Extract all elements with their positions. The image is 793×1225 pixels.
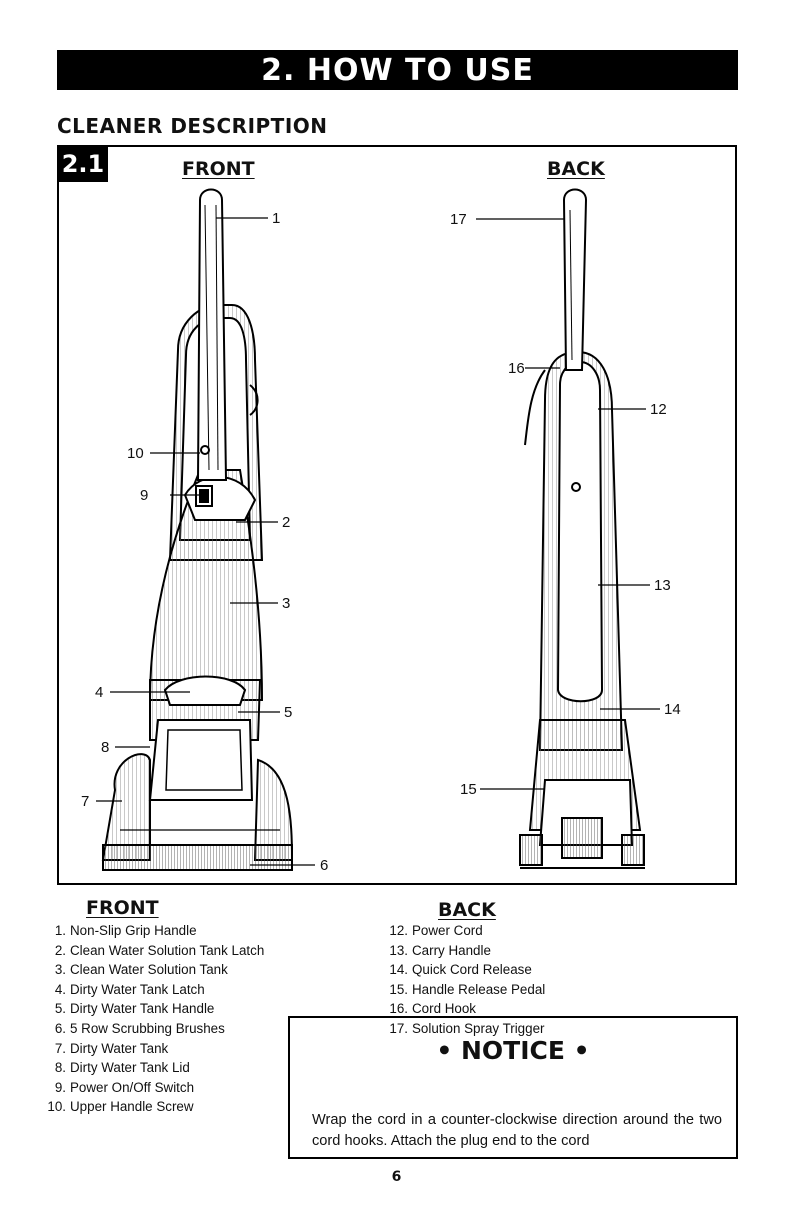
callout-2: 2 (282, 514, 290, 531)
page-number: 6 (391, 1169, 402, 1185)
section-banner: 2. HOW TO USE (57, 50, 738, 90)
front-parts-list: 1.Non-Slip Grip Handle 2.Clean Water Sol… (44, 921, 264, 1117)
front-cleaner-drawing (101, 188, 294, 871)
list-item: 7.Dirty Water Tank (54, 1040, 169, 1056)
notice-text: Wrap the cord in a counter-clockwise dir… (312, 1112, 722, 1149)
list-item: 6.5 Row Scrubbing Brushes (54, 1020, 225, 1036)
callout-1: 1 (272, 210, 280, 227)
banner-title: 2. HOW TO USE (261, 52, 534, 88)
callout-6: 6 (320, 857, 328, 874)
callout-13: 13 (654, 577, 671, 594)
list-item: 9.Power On/Off Switch (54, 1079, 195, 1095)
list-item: 16.Cord Hook (389, 1001, 477, 1017)
notice-box: • NOTICE • Wrap the cord in a counter-cl… (288, 1016, 738, 1159)
callout-16: 16 (508, 360, 525, 377)
callout-7: 7 (81, 793, 89, 810)
list-item: 5.Dirty Water Tank Handle (54, 1001, 215, 1017)
callout-10: 10 (127, 445, 144, 462)
list-item: 2.Clean Water Solution Tank Latch (54, 942, 265, 958)
list-item: 4.Dirty Water Tank Latch (54, 981, 205, 997)
list-item: 15.Handle Release Pedal (389, 981, 546, 997)
figure-badge: 2.1 (58, 146, 108, 182)
callout-8: 8 (101, 739, 109, 756)
figure-back-heading: BACK (547, 158, 605, 180)
callout-5: 5 (284, 704, 292, 721)
callout-9: 9 (140, 487, 148, 504)
list-item: 8.Dirty Water Tank Lid (54, 1060, 190, 1076)
callout-17: 17 (450, 211, 467, 228)
back-cleaner-drawing (519, 188, 645, 869)
list-item: 13.Carry Handle (389, 942, 491, 958)
callout-14: 14 (664, 701, 681, 718)
back-list-heading: BACK (438, 899, 496, 921)
back-parts-list: 12.Power Cord 13.Carry Handle 14.Quick C… (386, 921, 545, 1039)
leader-lines (96, 217, 660, 866)
list-item: 3.Clean Water Solution Tank (54, 962, 228, 978)
list-item: 1.Non-Slip Grip Handle (54, 923, 197, 938)
cleaner-illustration: 1 2 3 4 5 6 7 8 9 10 12 13 14 15 16 17 (81, 188, 681, 874)
callout-12: 12 (650, 401, 667, 418)
list-item: 10.Upper Handle Screw (47, 1099, 194, 1115)
notice-title: • NOTICE • (436, 1036, 590, 1065)
list-item: 12.Power Cord (389, 923, 483, 938)
callout-4: 4 (95, 684, 103, 701)
callout-15: 15 (460, 781, 477, 798)
page-title: CLEANER DESCRIPTION (57, 114, 328, 138)
list-item: 14.Quick Cord Release (389, 962, 532, 978)
figure-frame (57, 145, 737, 885)
figure-front-heading: FRONT (182, 158, 255, 180)
list-item: 17.Solution Spray Trigger (389, 1020, 545, 1036)
front-list-heading: FRONT (86, 897, 159, 919)
callout-3: 3 (282, 595, 290, 612)
